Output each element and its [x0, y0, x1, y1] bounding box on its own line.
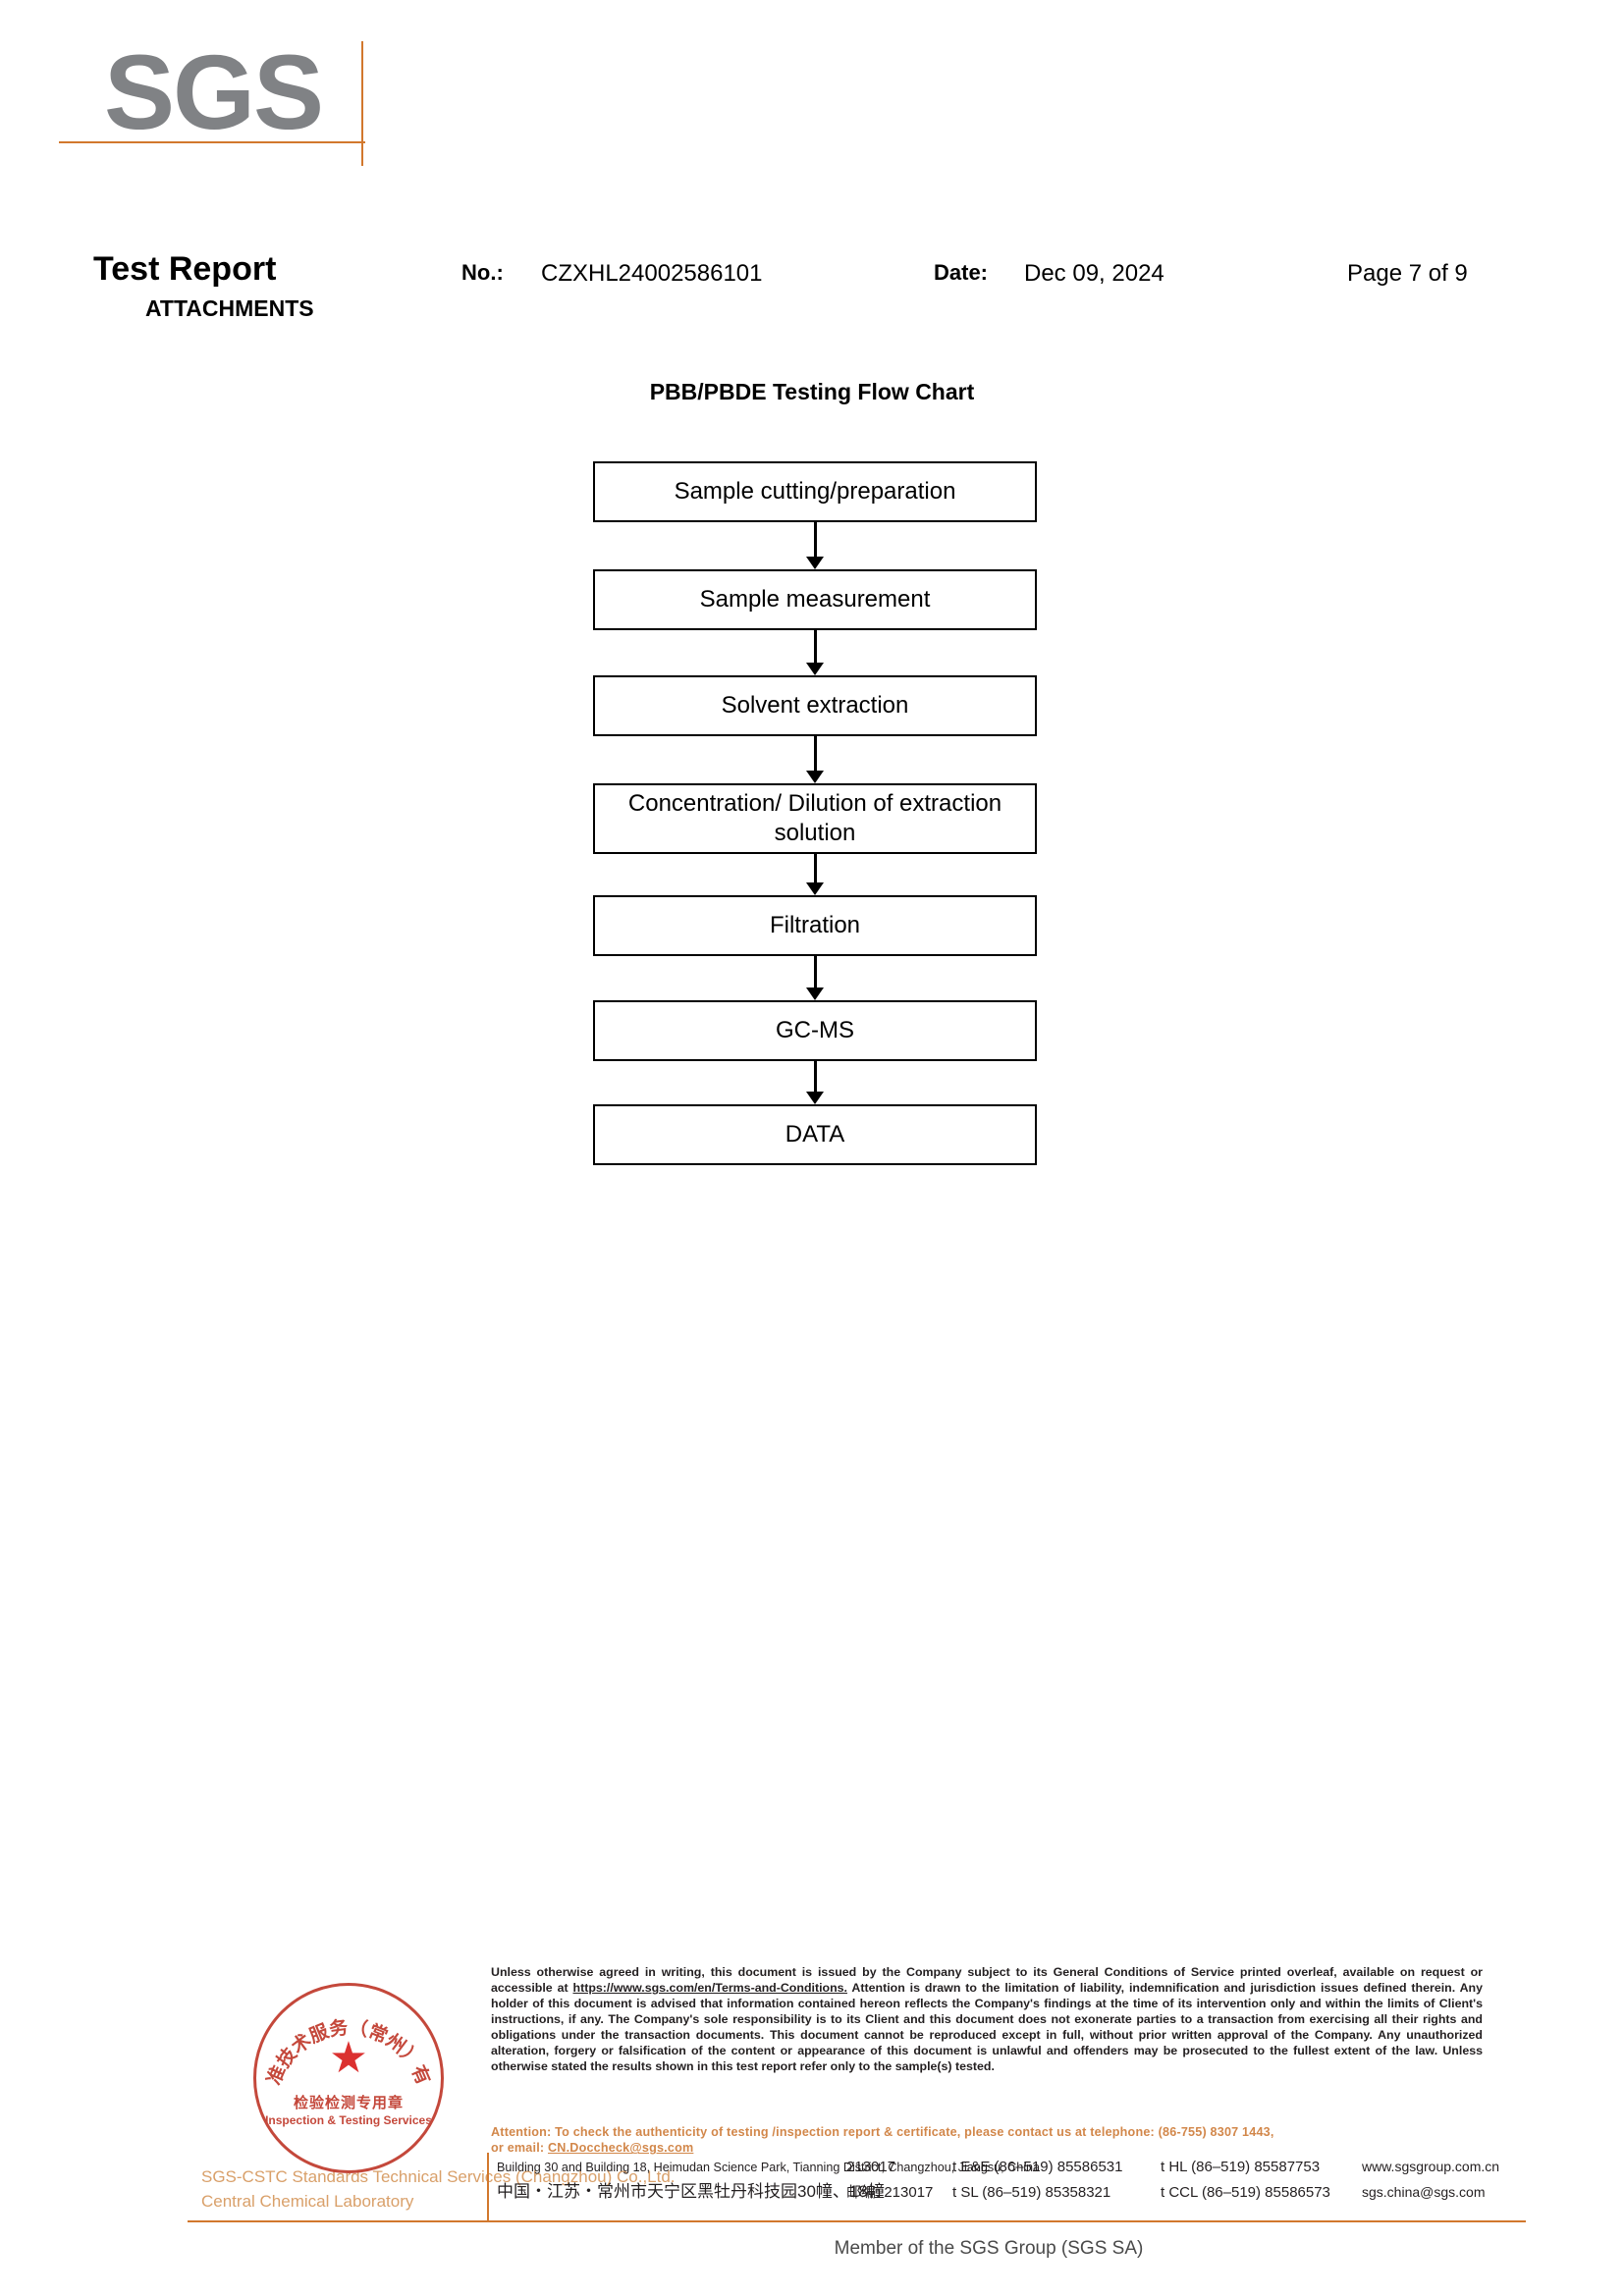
footer-member-note: Member of the SGS Group (SGS SA)	[0, 2238, 1624, 2260]
stamp-center-cn: 检验检测专用章	[293, 2095, 404, 2111]
flow-step-box: Filtration	[593, 895, 1037, 956]
sgs-logo: SGS	[59, 29, 389, 166]
flow-step-box: Solvent extraction	[593, 675, 1037, 736]
report-no-label: No.:	[461, 260, 504, 285]
member-text: Member of the SGS Group (SGS SA)	[834, 2238, 1144, 2259]
page-subtitle: ATTACHMENTS	[145, 295, 314, 321]
address-chinese: 中国・江苏・常州市天宁区黑牡丹科技园30幢、18幢	[497, 2181, 885, 2201]
flow-step-box: DATA	[593, 1104, 1037, 1165]
attention-line-2: or email: CN.Doccheck@sgs.com	[491, 2140, 1483, 2156]
footer-horizontal-rule	[188, 2220, 1526, 2222]
flow-step-box: Concentration/ Dilution of extraction so…	[593, 783, 1037, 854]
flow-step-box: GC-MS	[593, 1000, 1037, 1061]
logo-horizontal-rule	[59, 141, 365, 143]
stamp-arc-text: 通标标准技术服务（常州）有限公司	[246, 1975, 441, 2176]
stamp-center-en: Inspection & Testing Services	[265, 2113, 432, 2127]
inspection-stamp: 通标标准技术服务（常州）有限公司 ★ 检验检测专用章 Inspection & …	[246, 1975, 444, 2176]
footer-email[interactable]: sgs.china@sgs.com	[1362, 2183, 1486, 2200]
star-icon: ★	[329, 2034, 368, 2082]
address-english: Building 30 and Building 18, Heimudan Sc…	[497, 2161, 1041, 2174]
footer-disclaimer: Unless otherwise agreed in writing, this…	[491, 1964, 1483, 2074]
disclaimer-part-1: Unless otherwise agreed in writing, this…	[491, 1965, 1483, 1995]
flow-arrow	[593, 854, 1037, 895]
flow-arrow	[593, 1061, 1037, 1104]
address-row-cn: 中国・江苏・常州市天宁区黑牡丹科技园30幢、18幢 邮编: 213017 t S…	[497, 2179, 1528, 2205]
watermark-line-2: Central Chemical Laboratory	[201, 2191, 414, 2211]
attention-email-prefix: or email:	[491, 2141, 548, 2156]
logo-vertical-rule	[361, 41, 363, 166]
tel-sl: t SL (86–519) 85358321	[952, 2183, 1111, 2201]
report-date-label: Date:	[934, 260, 989, 285]
sgs-logo-text: SGS	[104, 32, 324, 151]
flowchart-title: PBB/PBDE Testing Flow Chart	[649, 379, 975, 404]
tel-ccl: t CCL (86–519) 85586573	[1161, 2183, 1330, 2201]
report-date-value: Dec 09, 2024	[1024, 260, 1164, 287]
flow-step-box: Sample cutting/preparation	[593, 461, 1037, 522]
watermark-company-name: SGS-CSTC Standards Technical Services (C…	[201, 2165, 676, 2214]
page-title: Test Report	[93, 250, 277, 288]
watermark-line-1: SGS-CSTC Standards Technical Services (C…	[201, 2167, 676, 2186]
disclaimer-part-2: Attention is drawn to the limitation of …	[491, 1981, 1484, 2073]
flowchart: Sample cutting/preparation Sample measur…	[593, 461, 1041, 1165]
tel-hl: t HL (86–519) 85587753	[1161, 2159, 1321, 2175]
report-no-value: CZXHL24002586101	[541, 260, 763, 287]
footer-attention: Attention: To check the authenticity of …	[491, 2124, 1483, 2157]
report-header: Test Report ATTACHMENTS No.: CZXHL240025…	[0, 250, 1624, 339]
zip-english: 213017	[846, 2159, 896, 2175]
flow-step-box: Sample measurement	[593, 569, 1037, 630]
footer-vertical-rule	[487, 2153, 489, 2220]
terms-link[interactable]: https://www.sgs.com/en/Terms-and-Conditi…	[572, 1981, 848, 1995]
tel-ee: t E&E (86–519) 85586531	[952, 2159, 1123, 2175]
doccheck-email-link[interactable]: CN.Doccheck@sgs.com	[548, 2141, 694, 2156]
zip-chinese-label: 邮编:	[846, 2183, 881, 2201]
footer-address-block: Building 30 and Building 18, Heimudan Sc…	[497, 2157, 1528, 2205]
zip-chinese: 邮编: 213017	[846, 2181, 952, 2204]
footer-website[interactable]: www.sgsgroup.com.cn	[1362, 2159, 1500, 2174]
zip-chinese-value: 213017	[884, 2183, 934, 2201]
flow-arrow	[593, 956, 1037, 1000]
flow-arrow	[593, 736, 1037, 783]
flow-arrow	[593, 522, 1037, 569]
page-number: Page 7 of 9	[1347, 260, 1468, 287]
flow-arrow	[593, 630, 1037, 675]
attention-line-1: Attention: To check the authenticity of …	[491, 2125, 1274, 2139]
address-row-en: Building 30 and Building 18, Heimudan Sc…	[497, 2157, 1528, 2179]
